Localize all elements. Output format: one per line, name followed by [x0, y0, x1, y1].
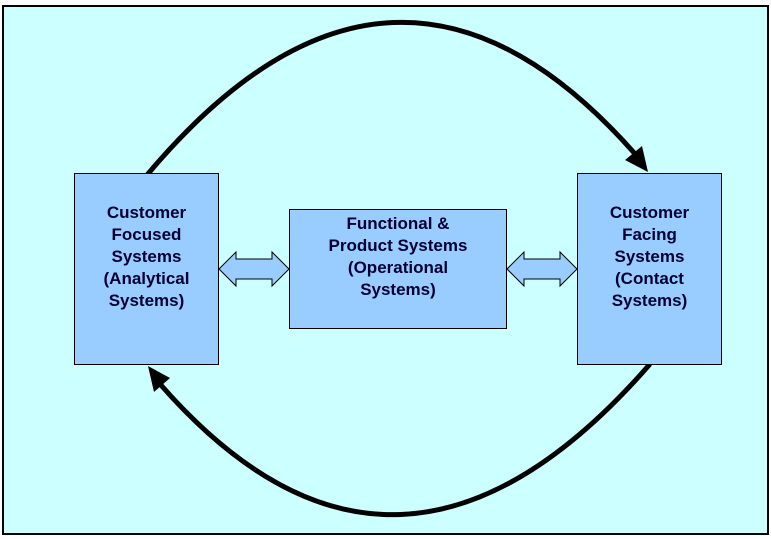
box-label: Customer Focused Systems (Analytical Sys… [103, 203, 190, 310]
box-label: Functional & Product Systems (Operationa… [328, 214, 468, 299]
box-label: Customer Facing Systems (Contact Systems… [609, 203, 690, 310]
customer-focused-systems-box: Customer Focused Systems (Analytical Sys… [74, 173, 219, 365]
customer-facing-systems-box: Customer Facing Systems (Contact Systems… [577, 173, 722, 365]
cycle-arrowhead-bottom [148, 366, 170, 392]
cycle-arrow-bottom [158, 362, 652, 517]
double-arrow-center-right [506, 250, 578, 288]
cycle-arrow-top [145, 20, 638, 177]
functional-product-systems-box: Functional & Product Systems (Operationa… [289, 209, 507, 329]
double-arrow-left-center [218, 250, 290, 288]
cycle-arrowhead-top [625, 146, 648, 172]
